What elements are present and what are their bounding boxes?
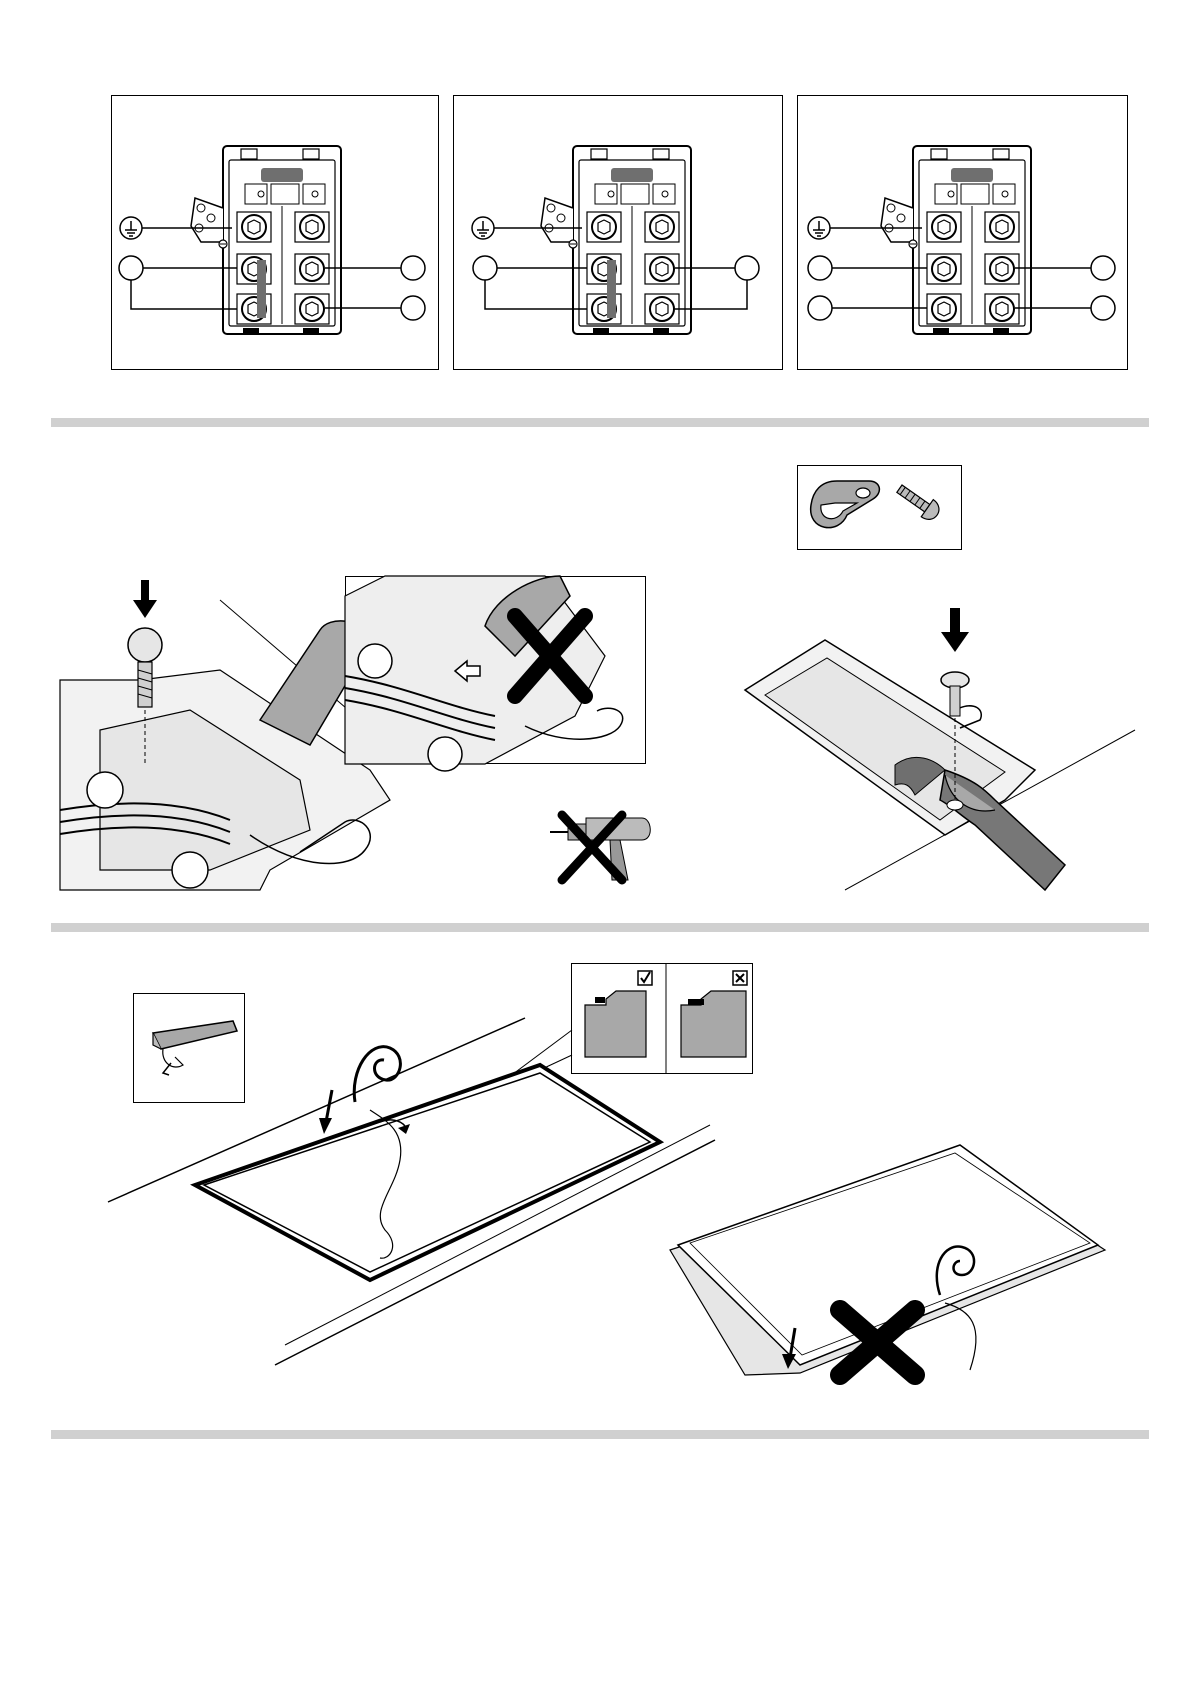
wiring-diagrams <box>0 0 1191 400</box>
arrow-down-icon <box>941 608 969 652</box>
parts-clamp-and-screw <box>797 465 962 550</box>
no-power-drill-icon <box>550 810 660 890</box>
earth-ground-icon <box>808 217 830 239</box>
earth-ground-icon <box>472 217 494 239</box>
section-divider-2 <box>51 923 1149 932</box>
terminal-block-2 <box>472 146 759 334</box>
cross-mark-icon <box>733 971 747 985</box>
terminal-block-1 <box>119 146 425 334</box>
section-divider-3 <box>51 1430 1149 1439</box>
cover-clamp-illustration <box>735 600 1155 900</box>
wrong-placement-illustration <box>670 1125 1130 1385</box>
check-mark-icon <box>638 971 652 985</box>
earth-ground-icon <box>120 217 142 239</box>
section-divider-1 <box>51 418 1149 427</box>
terminal-block-3 <box>808 146 1115 334</box>
arrow-down-icon <box>319 1090 332 1134</box>
arrow-down-icon <box>133 580 157 618</box>
wrong-method-illustration <box>345 576 646 764</box>
cutout-seal-illustration <box>100 1010 720 1380</box>
